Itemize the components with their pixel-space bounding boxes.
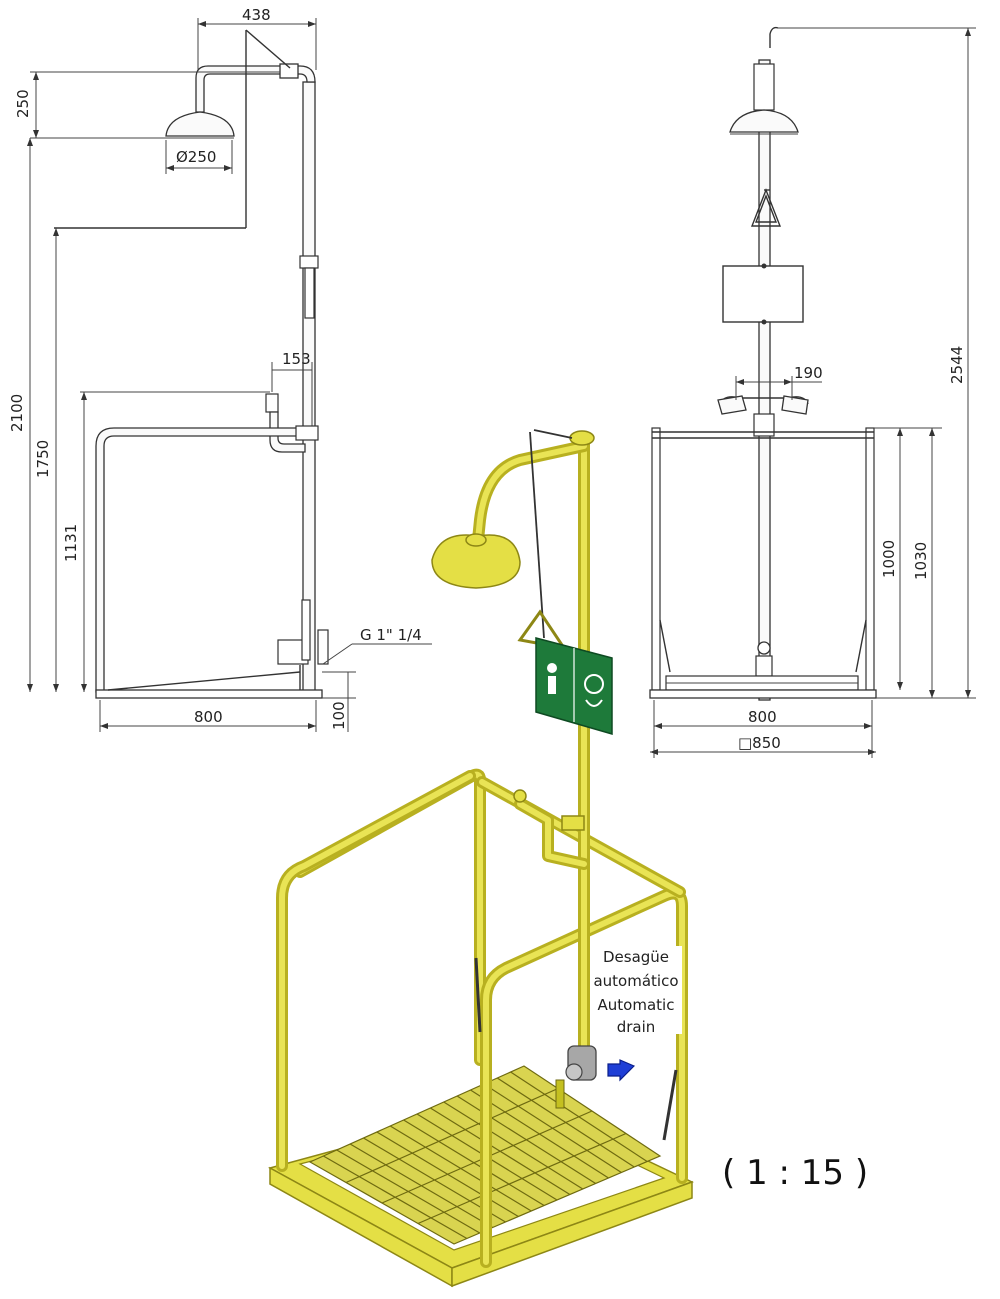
front-view: 190 2544 1000 1030 bbox=[649, 26, 976, 758]
dim-250: 250 bbox=[14, 89, 32, 118]
iso-shower-head bbox=[431, 534, 521, 589]
drain-label: Desagüe automático Automatic drain bbox=[592, 946, 682, 1036]
scale-label: ( 1 : 15 ) bbox=[722, 1153, 868, 1193]
svg-text:automático: automático bbox=[593, 972, 678, 990]
dim-438: 438 bbox=[242, 6, 271, 24]
dim-2100: 2100 bbox=[8, 394, 26, 432]
grate-crossbar bbox=[417, 1132, 627, 1225]
dim-800-side: 800 bbox=[194, 708, 223, 726]
svg-text:drain: drain bbox=[617, 1018, 656, 1036]
dim-square-850: □850 bbox=[738, 734, 781, 752]
dim-800-front: 800 bbox=[748, 708, 777, 726]
connection-label: G 1" 1/4 bbox=[360, 626, 422, 644]
side-view: 438 250 Ø250 2100 bbox=[8, 6, 432, 732]
drain-arrow-icon bbox=[607, 1059, 636, 1082]
dim-190: 190 bbox=[794, 364, 823, 382]
dim-2544: 2544 bbox=[948, 346, 966, 384]
dim-100: 100 bbox=[330, 701, 348, 730]
svg-text:Desagüe: Desagüe bbox=[603, 948, 669, 966]
dim-1000: 1000 bbox=[880, 540, 898, 578]
dim-1131: 1131 bbox=[62, 524, 80, 562]
isometric-view: Desagüe automático Automatic drain bbox=[268, 429, 694, 1288]
grate-crossbar bbox=[345, 1087, 559, 1184]
dim-153: 153 bbox=[282, 350, 311, 368]
dim-1750: 1750 bbox=[34, 440, 52, 478]
svg-text:Automatic: Automatic bbox=[598, 996, 675, 1014]
dim-diameter-250: Ø250 bbox=[176, 148, 216, 166]
dim-1030: 1030 bbox=[912, 542, 930, 580]
